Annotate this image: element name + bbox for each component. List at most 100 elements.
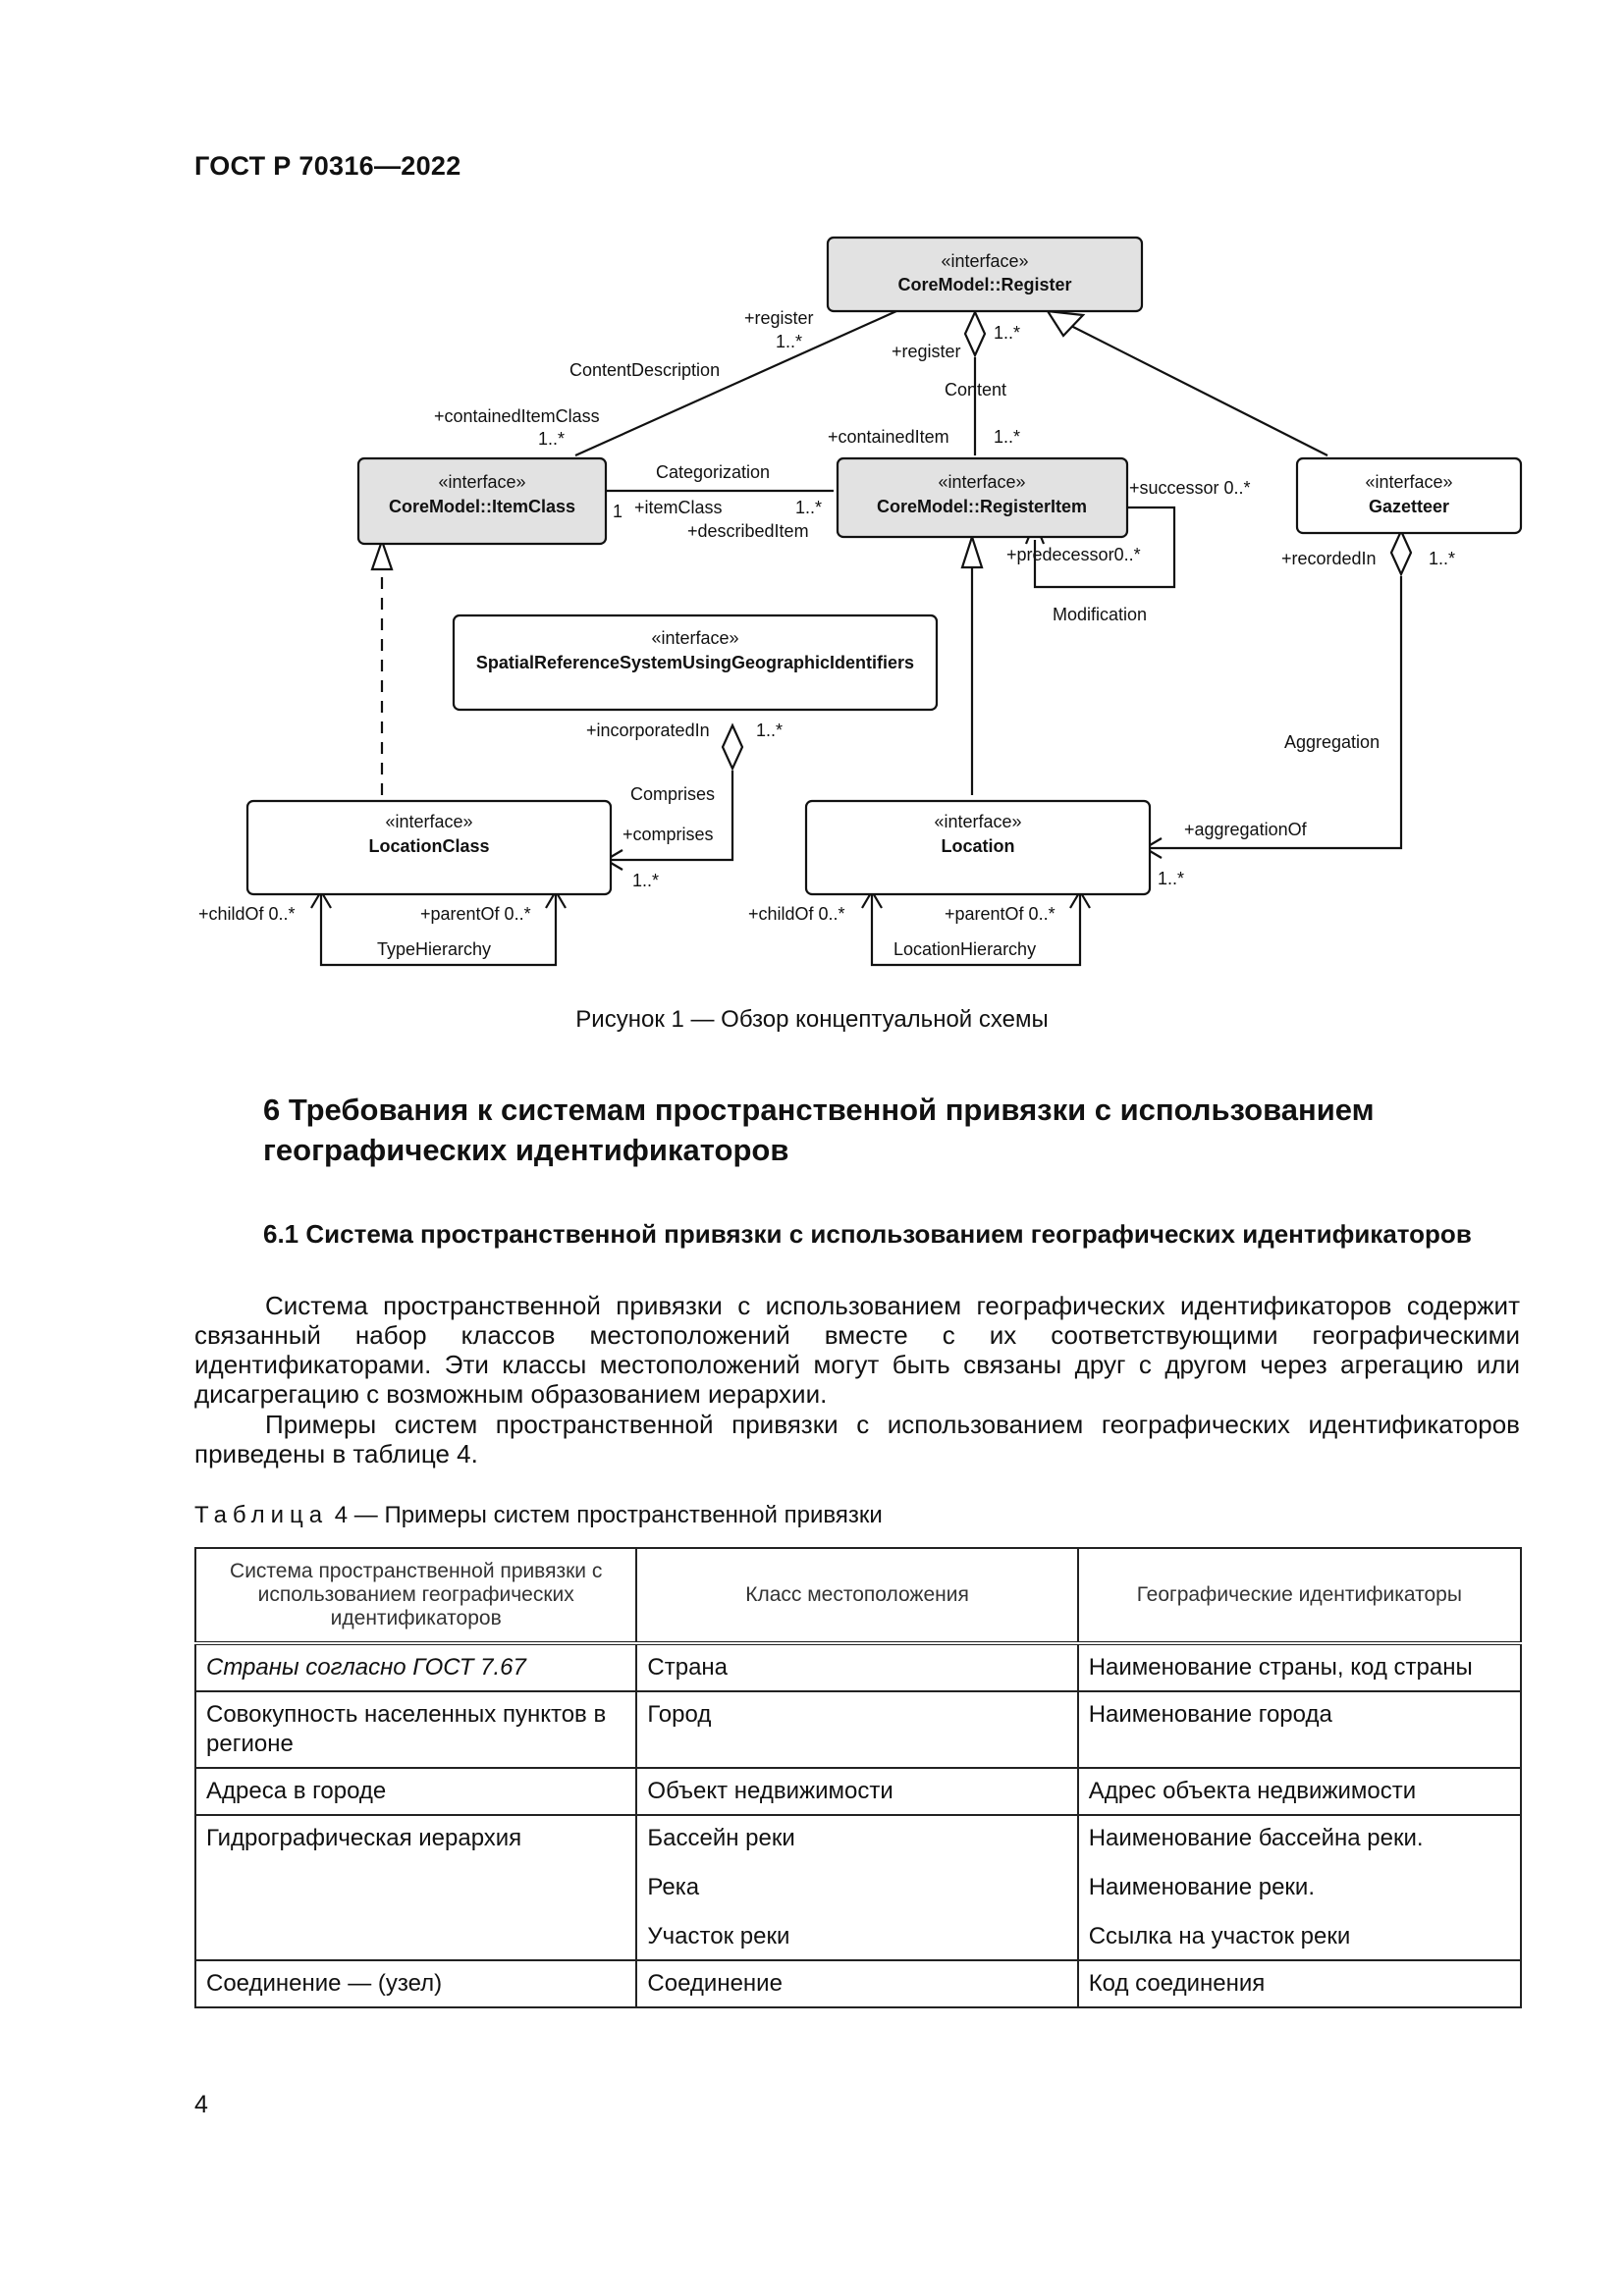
page-number: 4 [194,2091,208,2118]
diagram-element [370,309,1413,772]
table-label-word: Таблица [194,1502,329,1528]
label-register-role-1: +register [744,308,814,328]
cell-identifier-line: Наименование реки. [1088,1874,1315,1900]
assoc-modification [1033,506,1176,589]
register-name: CoreModel::Register [897,275,1071,294]
cell-identifiers: Код соединения [1076,1959,1523,2008]
gazetteer-name: Gazetteer [1369,497,1449,516]
location-stereotype: «interface» [934,812,1021,831]
location-name: Location [942,836,1015,856]
cell-class: Объект недвижимости [635,1767,1079,1816]
examples-table: Система пространственной привязки с испо… [193,1547,1523,2008]
label-comprises-role: +comprises [623,825,714,844]
label-content-description: ContentDescription [569,360,720,380]
itemclass-name: CoreModel::ItemClass [389,497,575,516]
table-row: Совокупность населенных пунктов в регион… [193,1690,1523,1769]
label-incorporated-in-mult: 1..* [756,721,783,740]
label-aggregation-of-mult: 1..* [1158,869,1184,888]
label-location-hierarchy: LocationHierarchy [893,939,1036,959]
label-content: Content [945,380,1006,400]
table-row: Страны согласно ГОСТ 7.67 Страна Наимено… [193,1642,1523,1692]
class-box-locationclass [245,799,613,896]
class-box-registeritem [836,456,1129,539]
label-incorporated-in: +incorporatedIn [586,721,710,740]
section-heading: 6 Требования к системам пространственной… [263,1093,1375,1167]
generalization-gazetteer-register [1066,323,1328,456]
label-item-class-role: +itemClass [634,498,723,517]
diagram-element: +register 1..* ContentDescription +conta… [198,308,1455,959]
label-comprises-mult: 1..* [632,871,659,890]
diagram-element: «interface» CoreModel::Register «interfa… [368,251,1452,856]
subsection-heading: 6.1 Система пространственной привязки с … [263,1219,1472,1249]
label-recorded-in-mult: 1..* [1429,549,1455,568]
aggregation-diamond-gazetteer [1389,528,1413,577]
class-box-srs [452,614,939,712]
label-contained-item-mult: 1..* [994,427,1020,447]
diagram-element [319,309,1403,967]
assoc-comprises [606,771,734,862]
cell-identifier-line: Ссылка на участок реки [1088,1923,1351,1949]
cell-class: Бассейн реки Река Участок реки [635,1814,1079,1961]
class-box-itemclass [356,456,608,546]
label-aggregation: Aggregation [1284,732,1380,752]
cell-system: Совокупность населенных пунктов в регион… [193,1690,638,1769]
gazetteer-stereotype: «interface» [1365,472,1452,492]
label-predecessor: +predecessor0..* [1006,545,1141,564]
class-box-register [826,236,1144,313]
body-paragraph: Примеры систем пространственной привязки… [194,1410,1520,1468]
table-row: Соединение — (узел) Соединение Код соеди… [193,1959,1523,2008]
realization-arrowhead-itemclass [370,537,394,571]
cell-class-line: Река [647,1874,700,1900]
diagram-element [245,236,1523,896]
label-register-mult-1: 1..* [776,332,802,351]
table-title: Таблица 4 — Примеры систем пространствен… [194,1502,883,1529]
label-loc-child-of: +childOf 0..* [748,904,845,924]
label-register-role-2: +register [892,342,961,361]
generalization-arrowhead-register [1045,309,1086,338]
label-recorded-in: +recordedIn [1281,549,1377,568]
label-categorization: Categorization [656,462,770,482]
assoc-aggregation [1145,576,1403,850]
cell-class: Город [635,1690,1079,1769]
header-cell-identifiers: Географические идентификаторы [1076,1547,1523,1645]
assoc-location-hierarchy [870,891,1082,967]
label-register-mult-2: 1..* [994,323,1020,343]
label-aggregation-of: +aggregationOf [1184,820,1308,839]
label-item-class-mult: 1..* [795,498,822,517]
assoc-type-hierarchy [319,891,558,967]
cell-identifiers: Адрес объекта недвижимости [1076,1767,1523,1816]
header-cell-class: Класс местоположения [635,1547,1079,1645]
label-contained-item-class-mult: 1..* [538,429,565,449]
label-lc-parent-of: +parentOf 0..* [420,904,531,924]
header-cell-system: Система пространственной привязки с испо… [193,1547,638,1645]
table-row: Адреса в городе Объект недвижимости Адре… [193,1767,1523,1816]
cell-class: Соединение [635,1959,1079,2008]
label-lc-child-of: +childOf 0..* [198,904,296,924]
assoc-content-description [574,309,897,457]
aggregation-diamond-srs [721,722,744,772]
cell-class: Страна [635,1642,1079,1692]
label-successor: +successor 0..* [1129,478,1251,498]
label-contained-item-class: +containedItemClass [434,406,600,426]
locationclass-name: LocationClass [368,836,489,856]
figure-caption: Рисунок 1 — Обзор концептуальной схемы [575,1006,1049,1033]
cell-identifiers: Наименование бассейна реки. Наименование… [1076,1814,1523,1961]
registeritem-stereotype: «interface» [938,472,1025,492]
table-label-rest: 4 — Примеры систем пространственной прив… [328,1502,883,1528]
label-modification: Modification [1053,605,1147,624]
cell-system: Адреса в городе [193,1767,638,1816]
locationclass-stereotype: «interface» [385,812,472,831]
uml-diagram: «interface» CoreModel::Register «interfa… [198,236,1523,967]
table-header-row: Система пространственной привязки с испо… [193,1547,1523,1645]
cell-identifiers: Наименование города [1076,1690,1523,1769]
srs-name: SpatialReferenceSystemUsingGeographicIde… [476,653,914,672]
cell-identifiers: Наименование страны, код страны [1076,1642,1523,1692]
class-box-location [804,799,1152,896]
label-type-hierarchy: TypeHierarchy [377,939,491,959]
body-paragraph: Система пространственной привязки с испо… [194,1291,1520,1409]
table-row: Гидрографическая иерархия Бассейн реки Р… [193,1814,1523,1961]
label-described-item: +describedItem [687,521,809,541]
cell-system: Страны согласно ГОСТ 7.67 [193,1642,638,1692]
cell-class-line: Бассейн реки [647,1825,795,1851]
label-categorization-one: 1 [613,502,623,521]
